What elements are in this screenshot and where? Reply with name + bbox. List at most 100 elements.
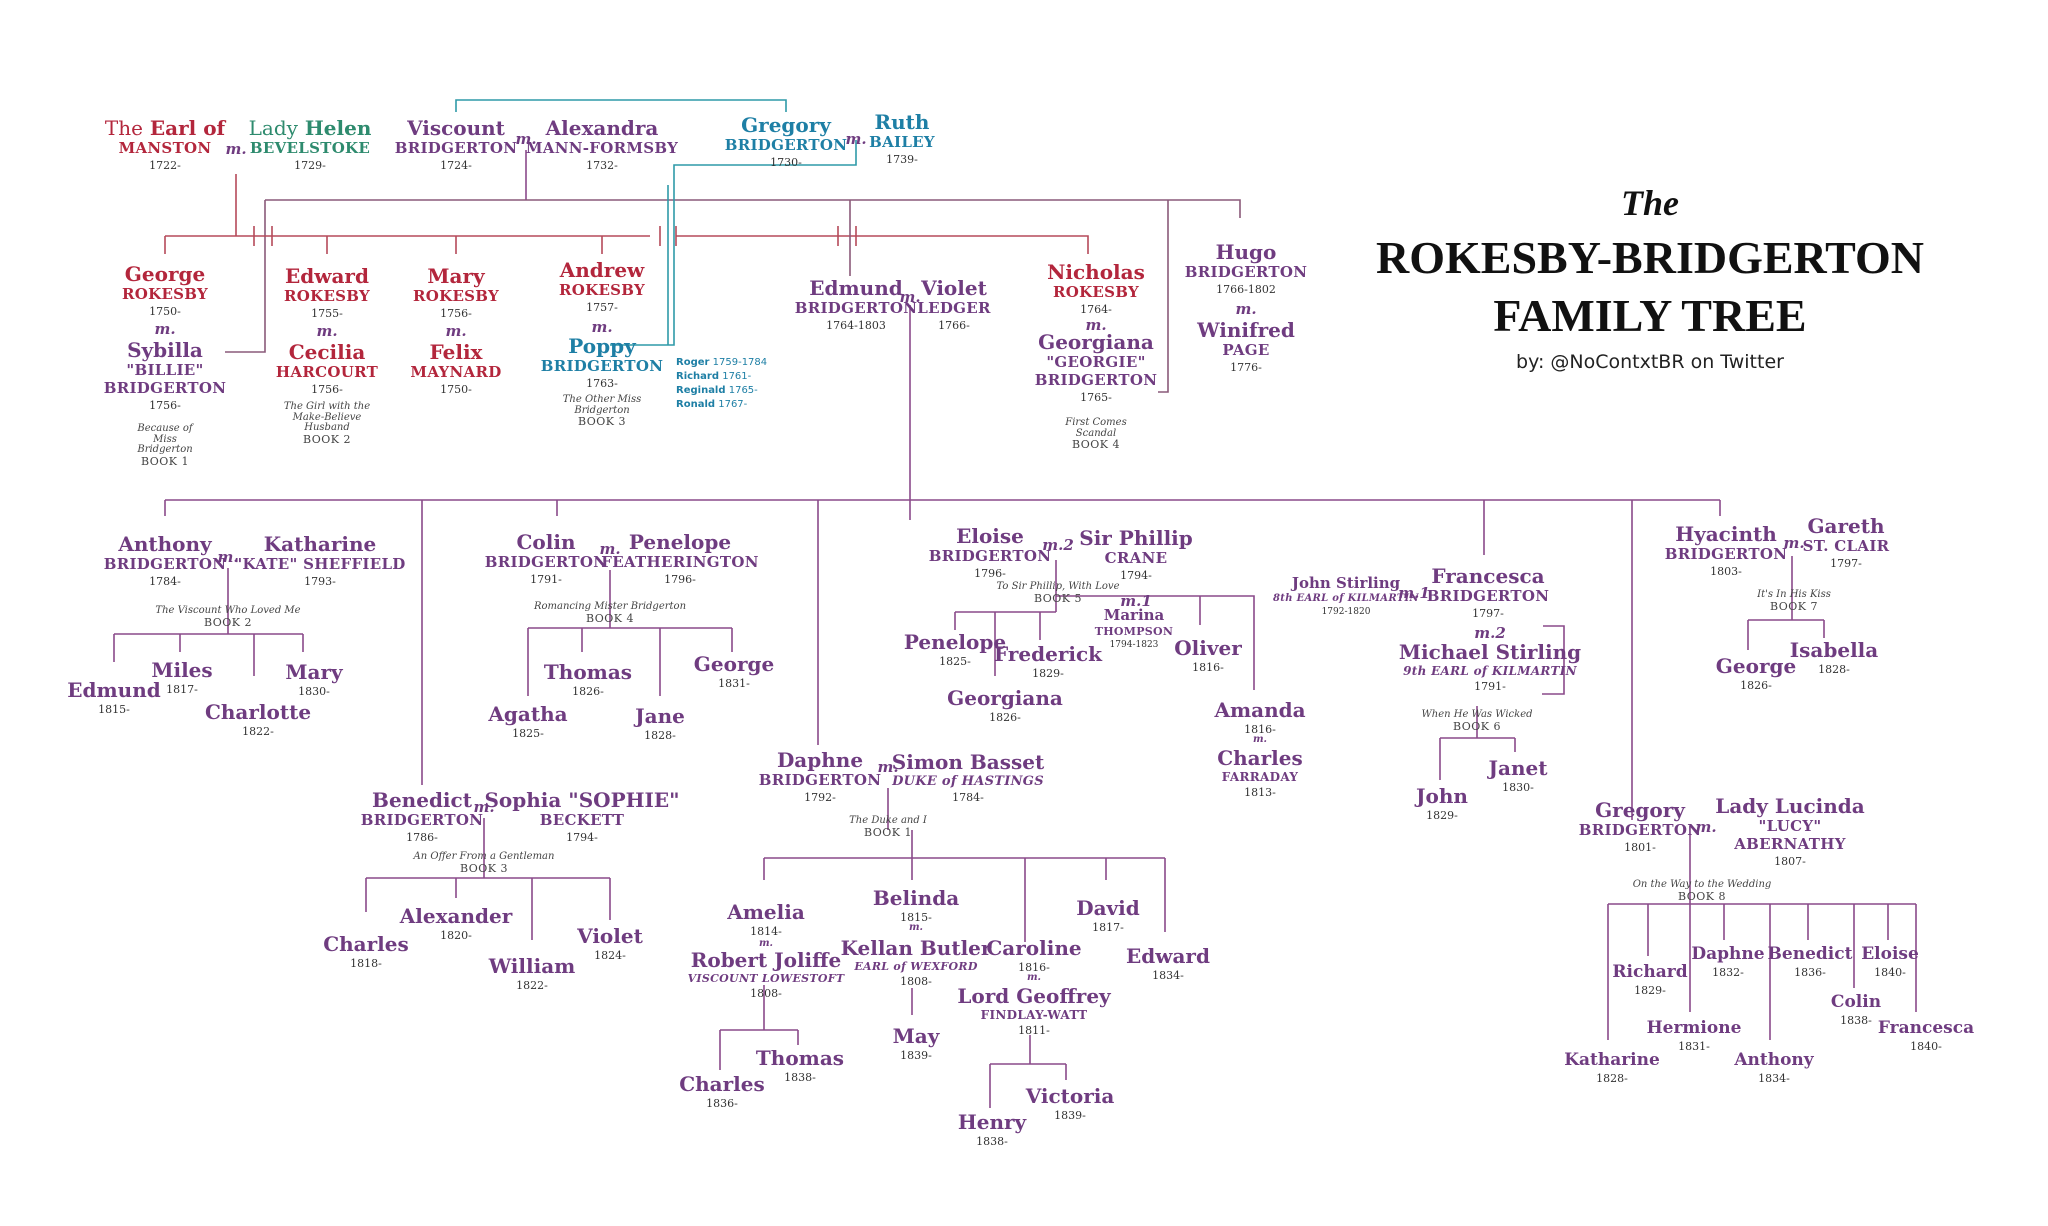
dates: 1814- — [750, 925, 782, 938]
surname: LEDGER — [917, 299, 991, 317]
book-3-label: The Other Miss Bridgerton BOOK 3 — [562, 394, 642, 428]
name: Marina — [1103, 606, 1165, 624]
name: Henry — [957, 1110, 1027, 1134]
title-line1: ROKESBY-BRIDGERTON — [1376, 232, 1924, 283]
dates: 1831- — [718, 677, 750, 690]
dates: 1793- — [304, 575, 336, 588]
person-simon-basset: Simon Basset DUKE of HASTINGS 1784- — [892, 752, 1044, 803]
dates: 1766- — [938, 319, 970, 332]
person-miles: Miles 1817- — [151, 660, 212, 695]
person-thomas-colin: Thomas 1826- — [544, 662, 632, 697]
surname: FARRADAY — [1221, 770, 1299, 784]
dates: 1826- — [1740, 679, 1772, 692]
surname: MAYNARD — [410, 363, 502, 381]
dates: 1724- — [440, 159, 472, 172]
marriage-symbol: m. — [899, 288, 921, 306]
book-title: On the Way to the Wedding — [1632, 879, 1772, 890]
book-v8-label: On the Way to the Wedding BOOK 8 — [1632, 879, 1772, 902]
person-amelia: Amelia 1814- — [727, 902, 805, 937]
poppy-children-list: Roger 1759-1784 Richard 1761- Reginald 1… — [676, 356, 767, 412]
name: Charles — [679, 1072, 765, 1096]
surname: ST. CLAIR — [1802, 537, 1890, 555]
person-francesca-gregory: Francesca 1840- — [1878, 1020, 1974, 1053]
name: John — [1416, 784, 1468, 808]
surname: BRIDGERTON — [484, 553, 608, 571]
surname: FINDLAY-WATT — [980, 1008, 1088, 1022]
surname: BEVELSTOKE — [249, 139, 371, 157]
dates: 1815- — [900, 911, 932, 924]
name: Edward — [285, 264, 369, 288]
marriage-symbol: m. — [591, 318, 613, 336]
name: Edmund — [67, 678, 161, 702]
dates: 1838- — [1840, 1014, 1872, 1027]
book-title: An Offer From a Gentleman — [413, 851, 555, 862]
name: Frederick — [994, 642, 1102, 666]
child-ronald: Ronald 1767- — [676, 399, 748, 410]
title: 8th EARL of KILMARTIN — [1273, 593, 1419, 604]
marriage-symbol: m. — [316, 322, 338, 340]
name: Penelope — [628, 530, 732, 554]
name: Anthony — [1734, 1050, 1814, 1070]
title-byline: by: @NoContxtBR on Twitter — [1516, 351, 1784, 373]
name: Anthony — [118, 532, 212, 556]
person-anthony-gregory: Anthony 1834- — [1734, 1050, 1814, 1085]
name: Nicholas — [1047, 260, 1145, 284]
surname: BRIDGERTON — [758, 771, 882, 789]
dates: 1732- — [586, 159, 618, 172]
person-nicholas-rokesby: Nicholas ROKESBY 1764- — [1047, 262, 1145, 315]
name: William — [488, 954, 576, 978]
book-1-label: Because of Miss Bridgerton BOOK 1 — [125, 423, 205, 468]
book-title: The Viscount Who Loved Me — [155, 605, 301, 616]
book-number: BOOK 1 — [140, 454, 190, 468]
name: Georgiana — [1038, 330, 1154, 354]
dates: 1784- — [149, 575, 181, 588]
name: Sophia "SOPHIE" — [484, 788, 680, 812]
dates: 1816- — [1018, 961, 1050, 974]
dates: 1808- — [900, 975, 932, 988]
person-edward-rokesby: Edward ROKESBY 1755- — [284, 266, 370, 319]
marriage-symbol: m. — [217, 548, 239, 566]
surname: "KATE" SHEFFIELD — [234, 555, 406, 573]
book-title: First Comes Scandal — [1065, 417, 1127, 439]
person-hugo: Hugo BRIDGERTON 1766-1802 — [1185, 242, 1308, 295]
name: Amanda — [1214, 698, 1306, 722]
surname: HARCOURT — [275, 363, 379, 381]
name: George — [1715, 654, 1797, 678]
person-henry: Henry 1838- — [958, 1112, 1026, 1147]
name: Alexandra — [545, 116, 659, 140]
surname: BECKETT — [539, 811, 625, 829]
name: Andrew — [559, 258, 645, 282]
dates: 1796- — [974, 567, 1006, 580]
title: 9th EARL of KILMARTIN — [1403, 664, 1577, 678]
book-number: BOOK 1 — [863, 825, 913, 839]
person-sybilla: Sybilla "BILLIE" BRIDGERTON 1756- — [104, 340, 227, 411]
dates: 1755- — [311, 307, 343, 320]
dates: 1825- — [939, 655, 971, 668]
person-penelope-eloise: Penelope 1825- — [904, 632, 1006, 667]
dates: 1750- — [149, 305, 181, 318]
dates: 1840- — [1874, 966, 1906, 979]
name: John Stirling — [1291, 574, 1401, 592]
book-title: The Duke and I — [849, 815, 927, 826]
dates: 1756- — [149, 399, 181, 412]
person-charles-benedict: Charles 1818- — [323, 934, 409, 969]
book-v5-label: To Sir Phillip, With Love BOOK 5 — [997, 581, 1120, 604]
chart-title: The ROKESBY-BRIDGERTON FAMILY TREE by: @… — [1376, 185, 1924, 372]
dates: 1816- — [1192, 661, 1224, 674]
dates: 1796- — [664, 573, 696, 586]
book-v4-label: Romancing Mister Bridgerton BOOK 4 — [534, 601, 686, 624]
name: Benedict — [1767, 944, 1853, 964]
book-number: BOOK 3 — [459, 861, 509, 875]
person-gareth-st-clair: Gareth ST. CLAIR 1797- — [1803, 516, 1890, 569]
person-agatha: Agatha 1825- — [488, 704, 567, 739]
surname: BRIDGERTON — [394, 139, 518, 157]
book-title: Because of Miss Bridgerton — [137, 423, 193, 455]
dates: 1826- — [989, 711, 1021, 724]
dates: 1792-1820 — [1321, 607, 1371, 617]
name: Charles — [1217, 746, 1303, 770]
surname: BRIDGERTON — [1426, 587, 1550, 605]
person-george-colin: George 1831- — [694, 654, 774, 689]
marriage-symbol-1: m.1 — [1120, 592, 1152, 610]
name: Sybilla — [127, 338, 203, 362]
